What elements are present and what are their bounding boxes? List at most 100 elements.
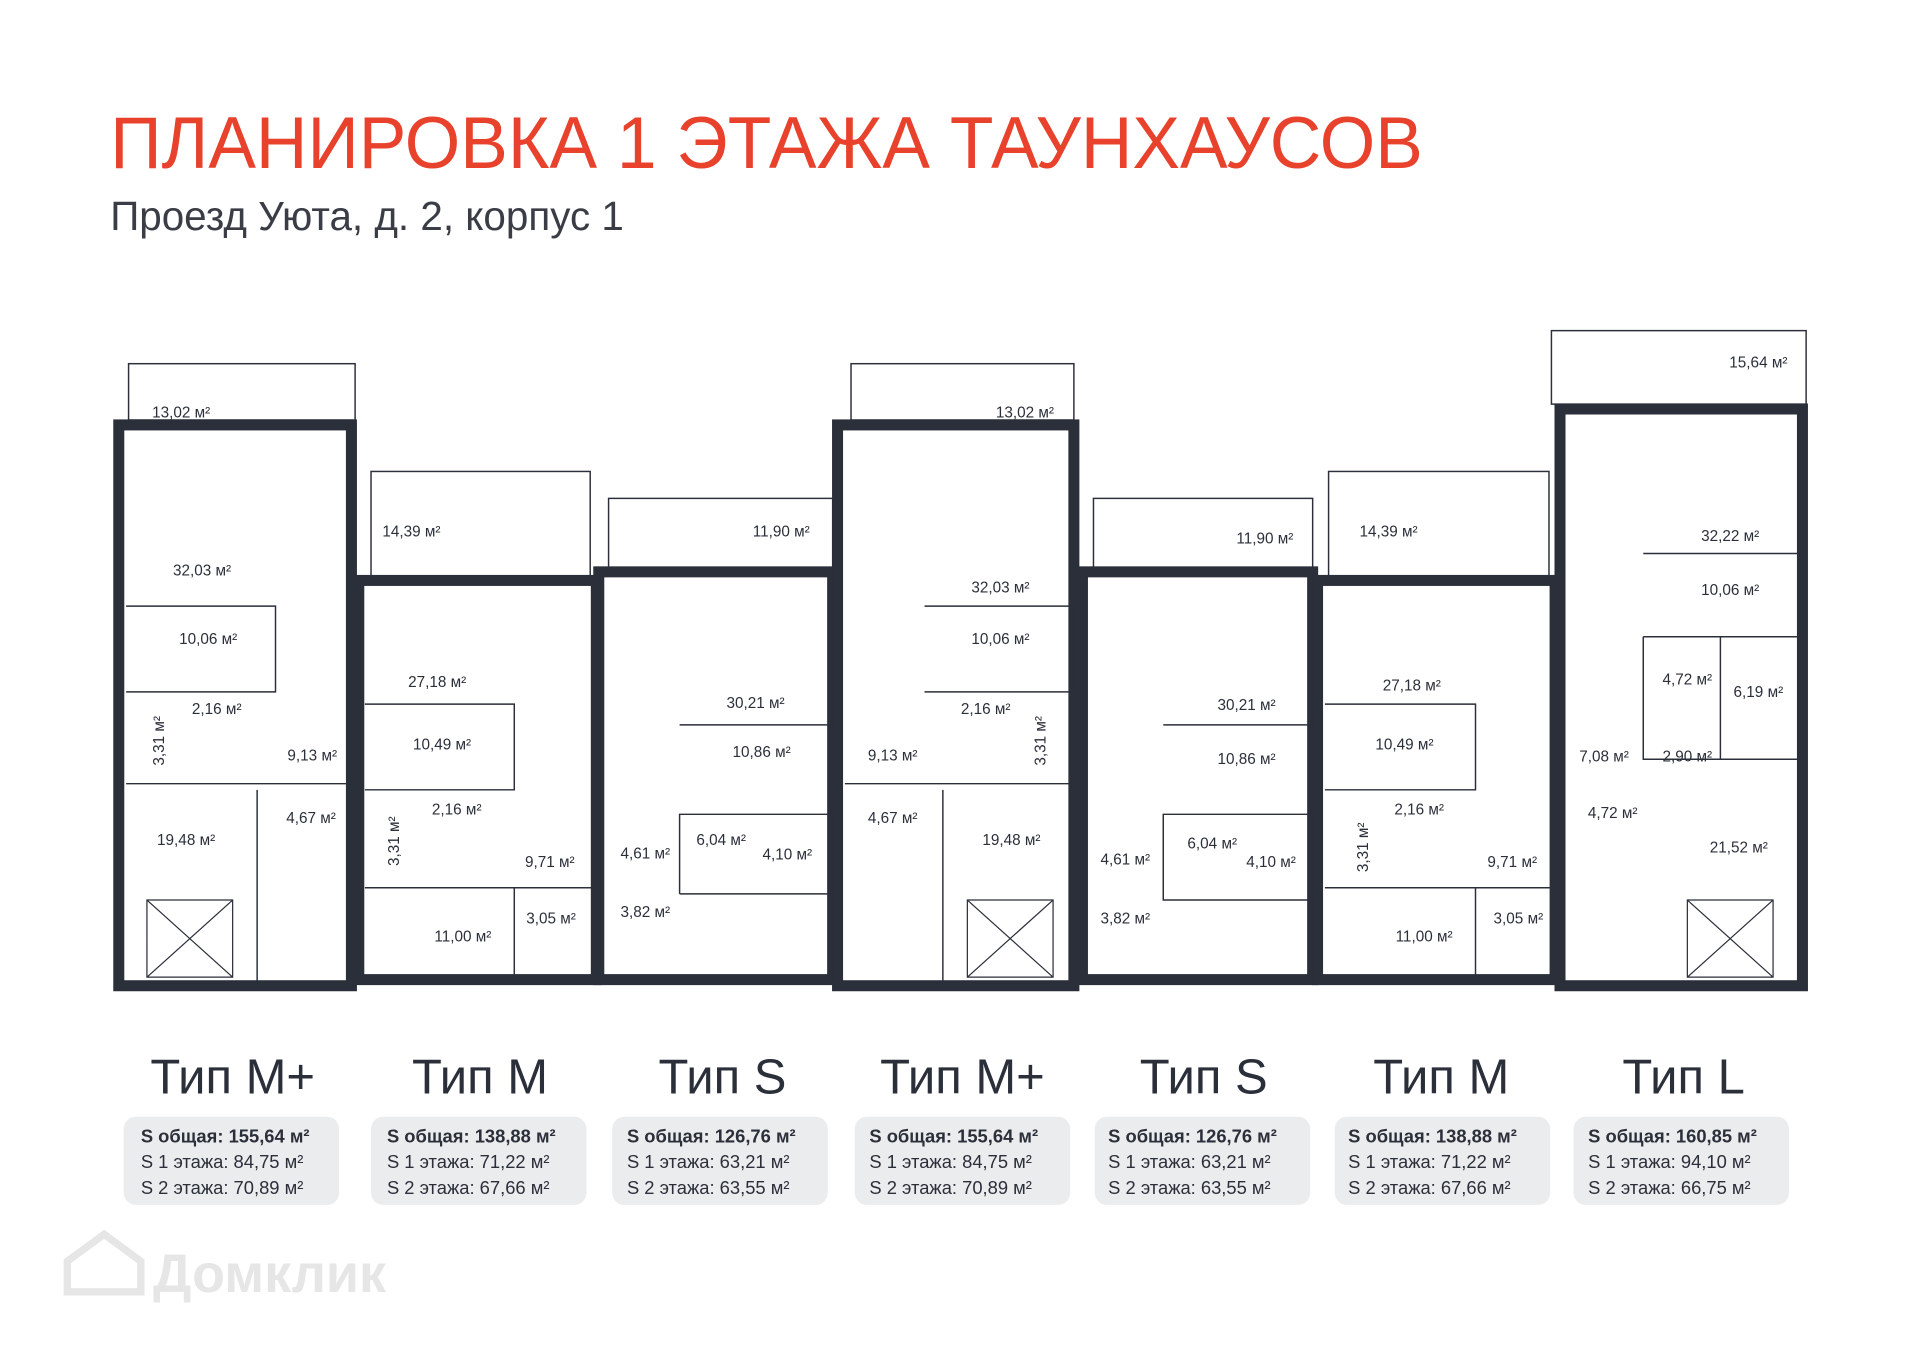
area-card: S общая: 138,88 м² S 1 этажа: 71,22 м² S… <box>1334 1116 1551 1205</box>
room-area: 32,03 м² <box>971 580 1029 597</box>
area-card: S общая: 126,76 м² S 1 этажа: 63,21 м² S… <box>1094 1116 1311 1205</box>
unit-type-label: Тип S <box>658 1050 786 1104</box>
garages <box>146 899 1774 978</box>
room-area: 2,16 м² <box>1394 801 1444 818</box>
room-area: 4,72 м² <box>1663 672 1713 689</box>
room-area: 10,86 м² <box>1217 751 1275 768</box>
floor2-area: S 2 этажа: 67,66 м² <box>387 1177 550 1198</box>
room-area: 3,31 м² <box>386 816 403 866</box>
room-area: 13,02 м² <box>996 405 1054 422</box>
room-area: 11,90 м² <box>753 523 810 540</box>
unit-types: Тип M+ Тип M Тип S Тип M+ Тип S Тип M Ти… <box>150 1050 1745 1104</box>
unit-4-rooms: 13,02 м² 32,03 м² 10,06 м² 2,16 м² 3,31 … <box>868 405 1054 849</box>
room-area: 2,90 м² <box>1663 749 1713 766</box>
room-area: 19,48 м² <box>157 832 215 849</box>
room-area: 10,86 м² <box>733 744 791 761</box>
room-area: 9,71 м² <box>1487 854 1537 871</box>
room-area: 21,52 м² <box>1710 839 1768 856</box>
unit-6-rooms: 14,39 м² 27,18 м² 10,49 м² 2,16 м² 3,31 … <box>1355 523 1543 945</box>
room-area: 2,16 м² <box>432 801 482 818</box>
area-card: S общая: 155,64 м² S 1 этажа: 84,75 м² S… <box>123 1116 340 1205</box>
total-area: S общая: 126,76 м² <box>627 1125 796 1146</box>
unit-type-label: Тип M+ <box>880 1050 1045 1104</box>
room-area: 11,00 м² <box>434 929 491 946</box>
watermark: Домклик <box>63 1229 386 1304</box>
unit-5-rooms: 11,90 м² 30,21 м² 10,86 м² 6,04 м² 4,61 … <box>1100 531 1295 928</box>
room-area: 10,06 м² <box>179 631 237 648</box>
floor1-area: S 1 этажа: 84,75 м² <box>141 1151 304 1172</box>
unit-type-label: Тип M <box>412 1050 548 1104</box>
area-card: S общая: 155,64 м² S 1 этажа: 84,75 м² S… <box>854 1116 1071 1205</box>
room-area: 9,13 м² <box>868 747 918 764</box>
unit-type-label: Тип M <box>1373 1050 1509 1104</box>
floor2-area: S 2 этажа: 70,89 м² <box>869 1177 1032 1198</box>
room-area: 32,22 м² <box>1701 528 1759 545</box>
room-area: 10,06 м² <box>1701 582 1759 599</box>
room-area: 3,31 м² <box>1355 823 1372 873</box>
room-area: 14,39 м² <box>382 523 440 540</box>
room-area: 32,03 м² <box>173 563 231 580</box>
room-area: 30,21 м² <box>1217 697 1275 714</box>
room-area: 4,10 м² <box>763 847 813 864</box>
unit-type-label: Тип M+ <box>150 1050 315 1104</box>
unit-type-label: Тип L <box>1622 1050 1744 1104</box>
room-area: 19,48 м² <box>982 832 1040 849</box>
room-area: 11,90 м² <box>1236 531 1293 548</box>
room-area: 4,72 м² <box>1588 805 1638 822</box>
room-area: 4,67 м² <box>868 810 918 827</box>
floor2-area: S 2 этажа: 66,75 м² <box>1588 1177 1751 1198</box>
room-area: 3,31 м² <box>1033 716 1050 766</box>
unit-type-label: Тип S <box>1140 1050 1268 1104</box>
room-area: 9,13 м² <box>287 747 337 764</box>
room-area: 3,82 м² <box>1100 910 1150 927</box>
room-area: 3,05 м² <box>526 910 576 927</box>
floor1-area: S 1 этажа: 63,21 м² <box>1108 1151 1271 1172</box>
house-logo-icon <box>63 1229 145 1296</box>
room-area: 4,61 м² <box>1100 852 1150 869</box>
total-area: S общая: 138,88 м² <box>387 1125 556 1146</box>
room-area: 27,18 м² <box>1383 678 1441 695</box>
floor2-area: S 2 этажа: 67,66 м² <box>1348 1177 1511 1198</box>
unit-7-rooms: 15,64 м² 32,22 м² 10,06 м² 4,72 м² 6,19 … <box>1579 354 1787 856</box>
room-area: 3,31 м² <box>151 716 168 766</box>
room-area: 15,64 м² <box>1729 354 1787 371</box>
unit-1-rooms: 13,02 м² 32,03 м² 10,06 м² 2,16 м² 3,31 … <box>151 405 337 849</box>
room-area: 6,04 м² <box>1187 836 1237 853</box>
total-area: S общая: 155,64 м² <box>141 1125 310 1146</box>
room-area: 10,06 м² <box>971 631 1029 648</box>
room-area: 9,71 м² <box>525 854 575 871</box>
floor2-area: S 2 этажа: 63,55 м² <box>1108 1177 1271 1198</box>
floor1-area: S 1 этажа: 71,22 м² <box>1348 1151 1511 1172</box>
room-area: 2,16 м² <box>961 701 1011 718</box>
total-area: S общая: 126,76 м² <box>1108 1125 1277 1146</box>
room-area: 3,05 м² <box>1494 910 1544 927</box>
room-area: 4,61 м² <box>620 845 670 862</box>
total-area: S общая: 138,88 м² <box>1348 1125 1517 1146</box>
unit-2-rooms: 14,39 м² 27,18 м² 10,49 м² 2,16 м² 3,31 … <box>382 523 575 945</box>
room-area: 11,00 м² <box>1396 929 1453 946</box>
area-card: S общая: 160,85 м² S 1 этажа: 94,10 м² S… <box>1573 1116 1789 1205</box>
room-area: 14,39 м² <box>1360 523 1418 540</box>
room-area: 6,04 м² <box>696 832 746 849</box>
room-area: 13,02 м² <box>152 405 210 422</box>
page-subtitle: Проезд Уюта, д. 2, корпус 1 <box>110 193 624 239</box>
room-area: 2,16 м² <box>192 701 242 718</box>
room-area: 10,49 м² <box>1375 736 1433 753</box>
total-area: S общая: 160,85 м² <box>1588 1125 1757 1146</box>
room-area: 6,19 м² <box>1734 684 1784 701</box>
floor1-area: S 1 этажа: 71,22 м² <box>387 1151 550 1172</box>
page-title: ПЛАНИРОВКА 1 ЭТАЖА ТАУНХАУСОВ <box>110 101 1423 184</box>
interior-walls <box>126 552 1801 986</box>
floor2-area: S 2 этажа: 63,55 м² <box>627 1177 790 1198</box>
room-area: 3,82 м² <box>620 904 670 921</box>
area-card: S общая: 126,76 м² S 1 этажа: 63,21 м² S… <box>612 1116 828 1205</box>
room-area: 30,21 м² <box>726 695 784 712</box>
floor1-area: S 1 этажа: 84,75 м² <box>869 1151 1032 1172</box>
room-area: 4,10 м² <box>1246 854 1296 871</box>
area-card: S общая: 138,88 м² S 1 этажа: 71,22 м² S… <box>371 1116 587 1205</box>
room-area: 4,67 м² <box>286 810 336 827</box>
unit-3-rooms: 11,90 м² 30,21 м² 10,86 м² 6,04 м² 4,61 … <box>620 523 812 921</box>
room-area: 27,18 м² <box>408 674 466 691</box>
room-area: 7,08 м² <box>1579 749 1629 766</box>
